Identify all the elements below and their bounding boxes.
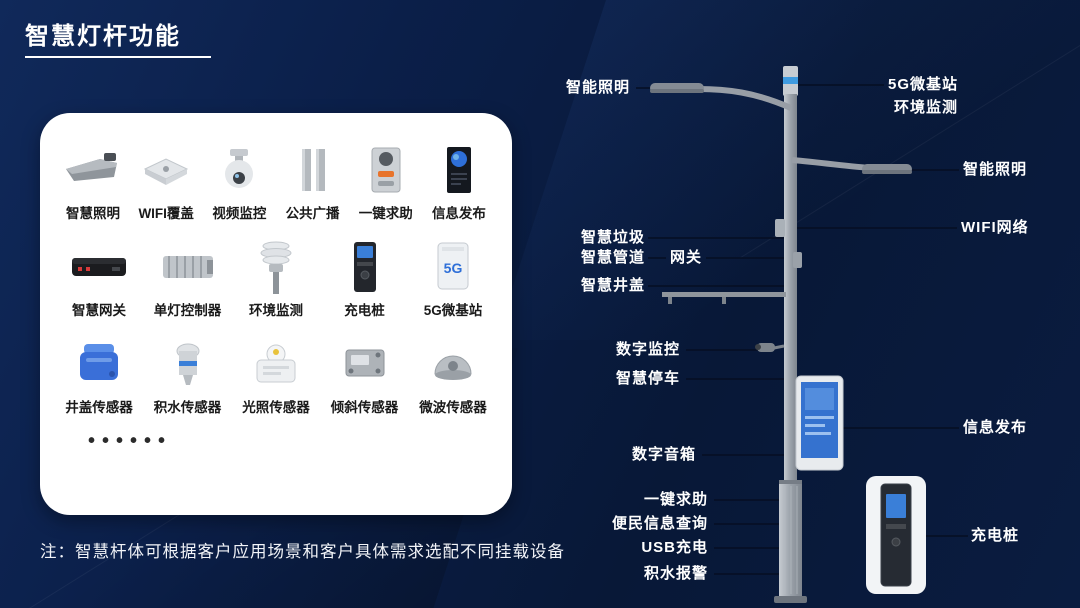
5g-basestation-icon: 5G <box>422 238 484 296</box>
manhole-sensor-icon <box>68 335 130 393</box>
device-item: 单灯控制器 <box>147 238 229 319</box>
device-row-3: 井盖传感器 积水传感器 光照传感器 倾斜传感器 <box>58 335 494 416</box>
microwave-sensor-icon <box>422 335 484 393</box>
speaker-columns-icon <box>282 141 344 199</box>
device-item: 微波传感器 <box>412 335 494 416</box>
device-label: 公共广播 <box>285 206 340 221</box>
device-item: 视频监控 <box>204 141 274 222</box>
device-item: 积水传感器 <box>147 335 229 416</box>
pole-label-info-display: 信息发布 <box>963 419 1028 436</box>
pole-right-lamp-arm <box>791 157 912 174</box>
page-title: 智慧灯杆功能 <box>25 23 181 50</box>
device-item: 智慧网关 <box>58 238 140 319</box>
wifi-ap-icon <box>135 141 197 199</box>
device-item: 一键求助 <box>351 141 421 222</box>
pole-label-env-monitoring: 环境监测 <box>894 99 959 116</box>
streetlight-head-icon <box>62 141 124 199</box>
pole-label-smart-lighting-right: 智能照明 <box>963 161 1028 178</box>
device-label: 信息发布 <box>431 206 486 221</box>
pole-label-smart-parking: 智慧停车 <box>615 370 680 387</box>
device-catalog-card: 智慧照明 WIFI覆盖 视频监控 公共广播 <box>40 113 512 515</box>
pole-label-info-query: 便民信息查询 <box>611 515 708 532</box>
pole-label-digital-monitor: 数字监控 <box>615 341 680 358</box>
device-label: 5G微基站 <box>423 303 483 318</box>
intercom-icon <box>355 141 417 199</box>
weather-station-icon <box>245 238 307 296</box>
device-item: 5G 5G微基站 <box>412 238 494 319</box>
pole-label-flood-alarm: 积水报警 <box>643 565 708 582</box>
title-underline <box>25 56 211 58</box>
device-label: 倾斜传感器 <box>330 400 399 415</box>
device-item: 井盖传感器 <box>58 335 140 416</box>
pole-label-smart-lighting-left: 智能照明 <box>565 79 630 96</box>
charging-pile-inset <box>866 476 926 594</box>
device-label: WIFI覆盖 <box>138 206 194 221</box>
pole-label-digital-speaker: 数字音箱 <box>631 446 696 463</box>
device-label: 一键求助 <box>358 206 413 221</box>
pole-label-smart-manhole: 智慧井盖 <box>580 277 645 294</box>
pole-gateway-box <box>793 252 802 268</box>
charging-pile-icon <box>334 238 396 296</box>
lamp-controller-icon <box>155 238 221 296</box>
footnote: 注：智慧杆体可根据客户应用场景和客户具体需求选配不同挂载设备 <box>40 543 565 561</box>
device-label: 环境监测 <box>249 303 303 318</box>
device-item: 智慧照明 <box>58 141 128 222</box>
device-label: 充电桩 <box>344 303 385 318</box>
pole-label-smart-trash: 智慧垃圾 <box>580 229 645 246</box>
pole-camera <box>755 343 785 352</box>
pole-label-charging-pile: 充电桩 <box>971 527 1020 544</box>
pole-label-smart-pipeline: 智慧管道 <box>580 249 645 266</box>
device-label: 智慧网关 <box>72 303 126 318</box>
pole-label-sos-button: 一键求助 <box>643 491 708 508</box>
device-row-1: 智慧照明 WIFI覆盖 视频监控 公共广播 <box>58 141 494 222</box>
pole-wifi-unit <box>775 219 785 237</box>
display-screen-icon <box>428 141 490 199</box>
device-item: 倾斜传感器 <box>324 335 406 416</box>
pole-label-5g-basestation: 5G微基站 <box>888 76 959 93</box>
device-item: 环境监测 <box>235 238 317 319</box>
callout-lines <box>636 84 968 575</box>
device-item: WIFI覆盖 <box>131 141 201 222</box>
device-item: 光照传感器 <box>235 335 317 416</box>
pole-shaft <box>784 94 797 486</box>
water-sensor-icon <box>157 335 219 393</box>
pole-label-wifi-network: WIFI网络 <box>961 219 1029 236</box>
pole-base-section <box>774 480 807 603</box>
pole-left-lamp-arm <box>650 83 793 111</box>
svg-text:5G: 5G <box>444 260 463 276</box>
device-label: 智慧照明 <box>66 206 120 221</box>
device-item: 公共广播 <box>278 141 348 222</box>
pole-display-screen <box>795 375 844 471</box>
light-sensor-icon <box>245 335 307 393</box>
device-label: 微波传感器 <box>419 400 487 415</box>
device-row-2: 智慧网关 单灯控制器 环境监测 充电桩 <box>58 238 494 319</box>
device-item: 充电桩 <box>324 238 406 319</box>
ptz-camera-icon <box>208 141 270 199</box>
device-item: 信息发布 <box>424 141 494 222</box>
pole-5g-module <box>783 66 798 96</box>
pole-label-usb-charging: USB充电 <box>641 539 708 556</box>
pole-label-gateway: 网关 <box>670 249 703 266</box>
tilt-sensor-icon <box>334 335 396 393</box>
device-label: 积水传感器 <box>153 400 222 415</box>
device-label: 单灯控制器 <box>153 303 222 318</box>
device-label: 视频监控 <box>212 206 267 221</box>
smart-pole-illustration <box>636 66 968 603</box>
more-items-dots: •••••• <box>88 430 173 452</box>
pole-crossarm <box>662 292 786 304</box>
gateway-icon <box>66 238 132 296</box>
device-label: 井盖传感器 <box>65 400 133 415</box>
device-label: 光照传感器 <box>242 400 310 415</box>
